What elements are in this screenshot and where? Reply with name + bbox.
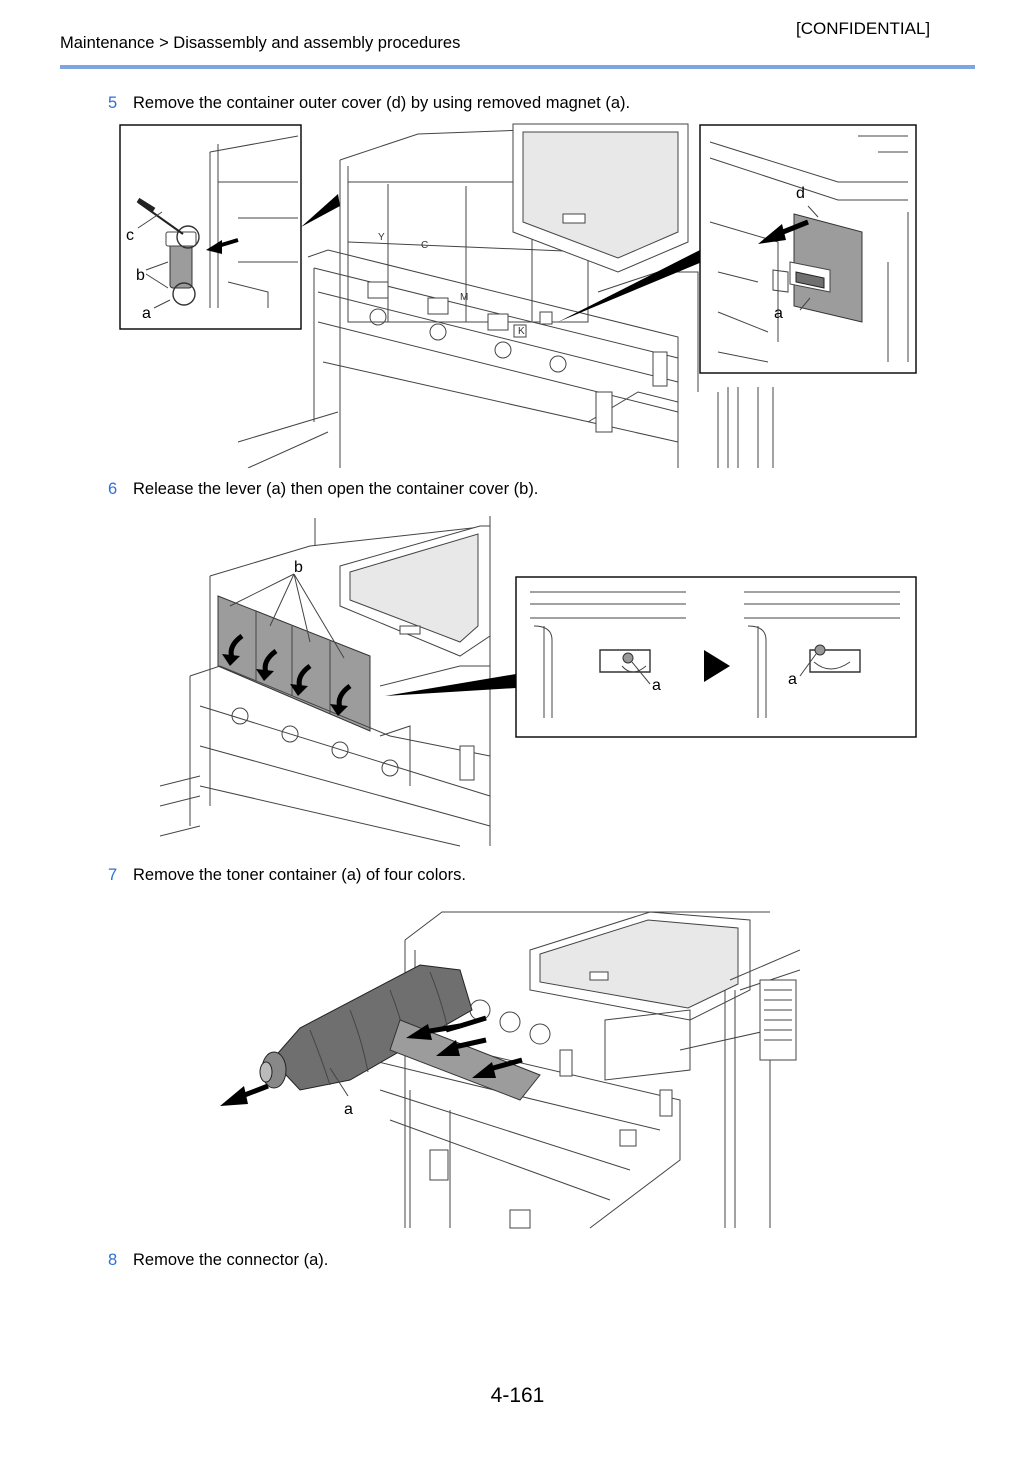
toner-container (259, 964, 473, 1091)
step-number: 8 (108, 1251, 118, 1269)
callout-right (699, 124, 917, 374)
label-b-left: b (136, 267, 145, 284)
figure-step-7: a (220, 911, 800, 1229)
panel-label-m: M (460, 292, 468, 303)
figure-step-6: b a a (160, 516, 917, 847)
label-d: d (796, 185, 805, 202)
label-a: a (344, 1101, 353, 1118)
label-c: c (126, 227, 134, 244)
step-text: Remove the connector (a). (133, 1251, 329, 1269)
confidential-label: [CONFIDENTIAL] (796, 19, 931, 38)
leader-lines-b (229, 573, 345, 659)
callout-pointer-left (301, 194, 340, 227)
machine-illustration-7 (359, 911, 800, 1229)
step-7: 7 Remove the toner container (a) of four … (108, 866, 466, 885)
callout-left (119, 124, 302, 330)
label-a-right: a (788, 671, 797, 688)
panel-label-y: Y (378, 232, 385, 243)
callout-pointer-right (558, 250, 702, 322)
label-a-left: a (652, 677, 661, 694)
label-a-right: a (774, 305, 783, 322)
removal-arrows (220, 1015, 523, 1106)
step-number: 5 (108, 94, 118, 112)
header-rule (60, 65, 975, 69)
callout-lever (515, 576, 917, 738)
step-text: Remove the container outer cover (d) by … (133, 94, 631, 112)
breadcrumb: Maintenance > Disassembly and assembly p… (60, 34, 461, 52)
step-5: 5 Remove the container outer cover (d) by… (108, 94, 630, 113)
page-number: 4-161 (490, 1384, 545, 1407)
toner-tray (389, 1019, 541, 1101)
step-text: Remove the toner container (a) of four c… (133, 866, 466, 884)
machine-illustration-5 (237, 123, 774, 468)
label-b: b (294, 559, 303, 576)
machine-illustration-6 (160, 516, 491, 847)
label-a-left: a (142, 305, 151, 322)
step-number: 6 (108, 480, 118, 498)
leader-line-a (329, 1067, 349, 1097)
open-arrows (222, 633, 352, 716)
step-8: 8 Remove the connector (a). (108, 1251, 328, 1270)
panel-label-c: C (421, 240, 428, 251)
step-text: Release the lever (a) then open the cont… (133, 480, 539, 498)
figure-step-5: Y C M K c b a d (119, 123, 917, 468)
step-number: 7 (108, 866, 118, 884)
callout-pointer (385, 674, 516, 696)
panel-label-k: K (518, 326, 525, 337)
step-6: 6 Release the lever (a) then open the con… (108, 480, 538, 499)
